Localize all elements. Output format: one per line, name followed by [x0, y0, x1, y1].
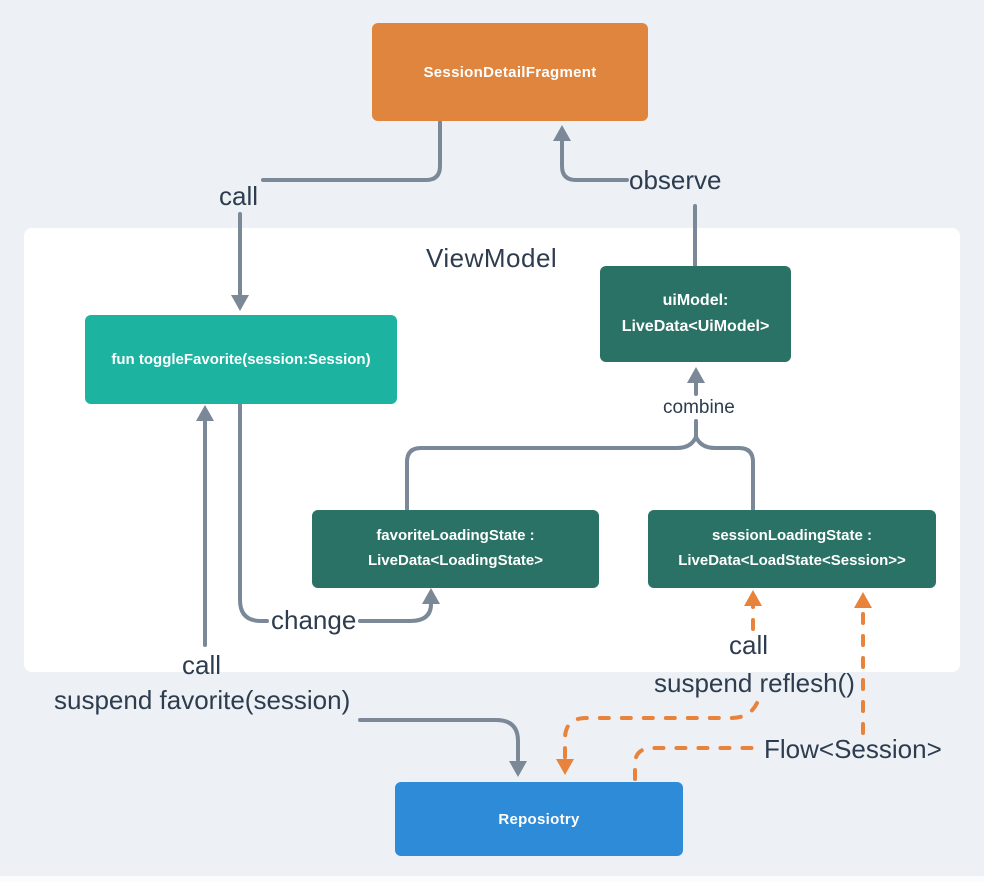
viewmodel-panel: [24, 228, 960, 672]
edge-label-observe: observe: [629, 165, 722, 195]
node-session-detail-fragment: SessionDetailFragment: [372, 23, 648, 121]
arrowhead-orange-reflesh-down: [556, 759, 574, 775]
edge-label-call-right: call: [729, 630, 769, 660]
edge-suspendreflesh-to-repository: [563, 701, 759, 760]
node-label-line2: LiveData<LoadState<Session>>: [678, 552, 906, 569]
node-label-line2: LiveData<UiModel>: [621, 318, 770, 335]
arrowhead-suspendfavorite-down: [509, 761, 527, 777]
edge-label-suspend-favorite: suspend favorite(session): [54, 685, 351, 715]
edge-label-suspend-reflesh: suspend reflesh(): [654, 668, 855, 698]
node-label-line1: sessionLoadingState :: [711, 527, 873, 545]
edge-label-change: change: [271, 605, 357, 635]
edge-label-combine: combine: [663, 397, 735, 418]
edge-suspendfavorite-to-repository: [358, 718, 520, 762]
edge-label-call-left: call: [182, 650, 222, 680]
viewmodel-title: ViewModel: [426, 243, 558, 273]
node-label: fun toggleFavorite(session:Session): [111, 351, 371, 368]
edge-label-flow-session: Flow<Session>: [764, 734, 942, 764]
node-label-line1: favoriteLoadingState :: [376, 527, 535, 545]
node-session-loading-state: sessionLoadingState : LiveData<LoadState…: [648, 510, 936, 588]
node-label-line2: LiveData<LoadingState>: [367, 552, 544, 569]
edge-repository-to-flowsession: [633, 746, 759, 781]
node-label: Reposiotry: [498, 810, 580, 828]
node-favorite-loading-state: favoriteLoadingState : LiveData<LoadingS…: [312, 510, 599, 588]
bottom-strip: [0, 876, 984, 882]
edge-label-call-top: call: [219, 181, 259, 211]
node-label-line1: uiModel:: [662, 292, 729, 310]
node-repository: Reposiotry: [395, 782, 683, 856]
node-ui-model: uiModel: LiveData<UiModel>: [600, 266, 791, 362]
arrowhead-observe-up: [553, 125, 571, 141]
edge-fragment-to-call: [261, 120, 442, 182]
edge-observe-to-fragment: [560, 139, 629, 182]
node-toggle-favorite: fun toggleFavorite(session:Session): [85, 315, 397, 404]
node-label: SessionDetailFragment: [423, 63, 597, 81]
